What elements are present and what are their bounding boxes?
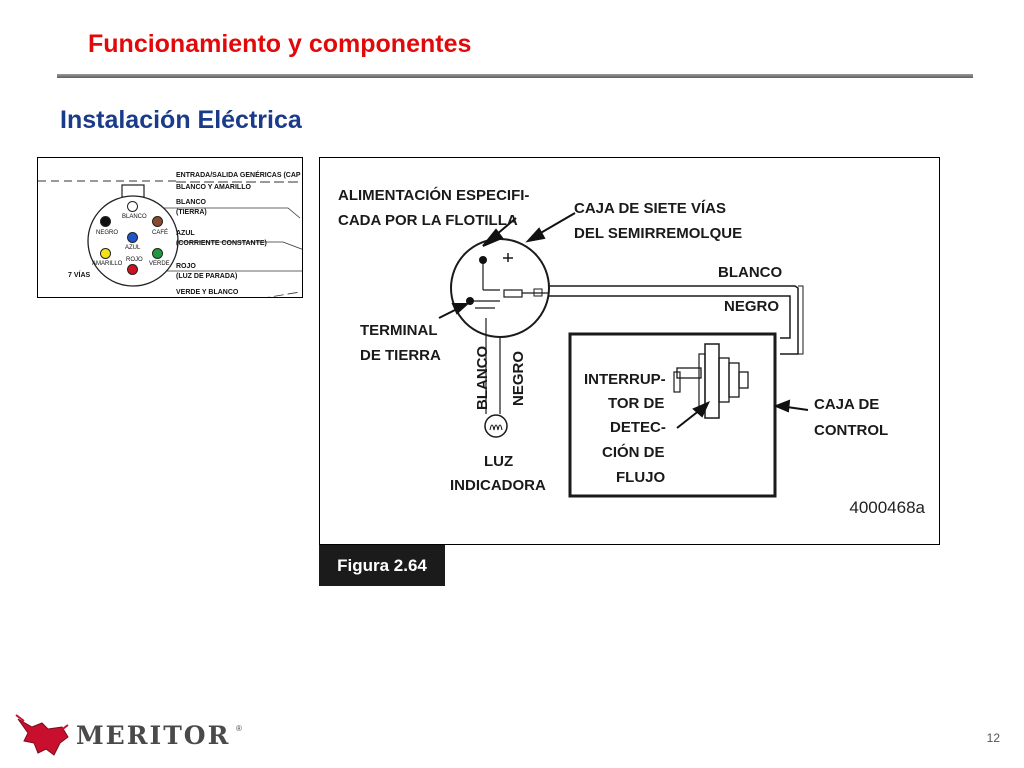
seven-way-box-label-line2: DEL SEMIRREMOLQUE: [574, 225, 743, 242]
wire-label: VERDE Y BLANCO: [176, 289, 239, 296]
figure-code: 4000468a: [849, 498, 925, 517]
pin-cafe: [152, 216, 163, 227]
wire-label: ROJO: [176, 263, 196, 270]
indicator-lamp-label-line2: INDICADORA: [450, 477, 546, 494]
wire-label: BLANCO: [176, 199, 206, 206]
flow-switch-label-line5: FLUJO: [616, 469, 666, 486]
wire-label: AZUL: [176, 230, 195, 237]
flow-switch-label-line2: TOR DE: [608, 395, 665, 412]
wire-note: (TIERRA): [176, 209, 207, 216]
pin-label: AZUL: [125, 245, 141, 251]
meritor-logo: MERITOR ®: [14, 713, 244, 759]
power-label-line2: CADA POR LA FLOTILLA: [338, 212, 518, 229]
control-box-label-line2: CONTROL: [814, 422, 889, 439]
seven-way-box-label-line1: CAJA DE SIETE VÍAS: [574, 200, 726, 217]
flow-switch-label-line3: DETEC-: [610, 419, 666, 436]
pin-amarillo: [100, 248, 111, 259]
wiring-figure: ALIMENTACIÓN ESPECIFI- CADA POR LA FLOTI…: [319, 157, 940, 545]
wiring-drawing: [438, 212, 809, 498]
flow-switch-label-line4: CIÓN DE: [602, 444, 665, 461]
pin-negro: [100, 216, 111, 227]
pin-label: CAFÉ: [152, 230, 169, 236]
connector-heading: ENTRADA/SALIDA GENÉRICAS (CAP: [176, 172, 301, 179]
section-subtitle: Instalación Eléctrica: [60, 106, 302, 134]
flow-switch-label-line1: INTERRUP-: [584, 371, 666, 388]
pin-azul: [127, 232, 138, 243]
wire-note: (CORRIENTE CONSTANTE): [176, 240, 267, 247]
wire-negro-label: NEGRO: [724, 298, 780, 315]
pin-verde: [152, 248, 163, 259]
ground-terminal-label-line1: TERMINAL: [360, 322, 438, 339]
connector-diagram: ENTRADA/SALIDA GENÉRICAS (CAP BLANCO Y A…: [37, 157, 303, 298]
page-title: Funcionamiento y componentes: [88, 30, 472, 58]
wire-blanco-label: BLANCO: [718, 264, 783, 281]
pin-rojo: [127, 264, 138, 275]
control-box-label-line1: CAJA DE: [814, 396, 880, 413]
lamp-wire-negro-label: NEGRO: [510, 350, 527, 406]
pin-label: ROJO: [126, 257, 143, 263]
connector-label: 7 VÍAS: [68, 272, 91, 279]
ground-terminal-label-line2: DE TIERRA: [360, 347, 441, 364]
title-divider: [57, 74, 973, 78]
pin-label: VERDE: [149, 261, 170, 267]
bull-icon: [15, 714, 69, 756]
indicator-lamp-label-line1: LUZ: [484, 453, 514, 470]
page-number: 12: [986, 731, 1000, 745]
pin-label: NEGRO: [96, 230, 119, 236]
wire-label: BLANCO Y AMARILLO: [176, 184, 251, 191]
power-label-line1: ALIMENTACIÓN ESPECIFI-: [338, 187, 530, 204]
registered-mark: ®: [236, 724, 242, 733]
figure-caption: Figura 2.64: [319, 545, 445, 586]
lamp-wire-blanco-label: BLANCO: [474, 345, 491, 410]
brand-name: MERITOR: [76, 721, 231, 750]
pin-blanco: [127, 201, 138, 212]
pin-label: AMARILLO: [92, 261, 123, 267]
pin-label: BLANCO: [122, 214, 147, 220]
wire-note: (LUZ DE PARADA): [176, 273, 238, 280]
